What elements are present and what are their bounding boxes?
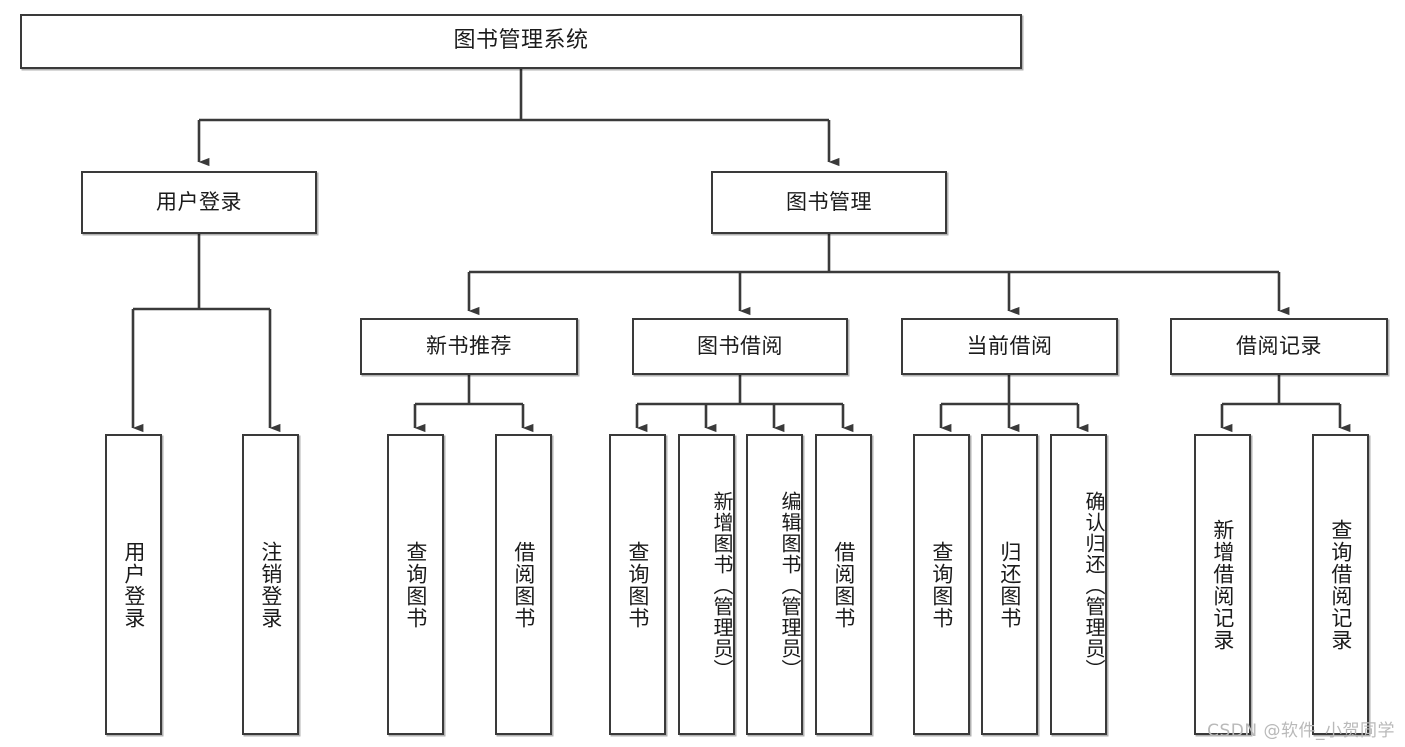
node-leaf-user-logout-label: 注销登录 (258, 540, 283, 629)
node-leaf-return-book-label: 归还图书 (997, 540, 1022, 629)
node-borrow-record[interactable]: 借阅记录 (1170, 318, 1388, 375)
connector-borrowrecord-to-leaves (1220, 375, 1351, 433)
node-current-borrow-label: 当前借阅 (966, 333, 1053, 358)
node-book-manage[interactable]: 图书管理 (711, 171, 947, 234)
node-leaf-add-book-label: 新增图书（管理员） (710, 491, 734, 680)
node-leaf-return-book[interactable]: 归还图书 (981, 434, 1038, 735)
node-leaf-add-book[interactable]: 新增图书（管理员） (678, 434, 735, 735)
node-new-book-recommend[interactable]: 新书推荐 (360, 318, 578, 375)
node-leaf-query-book-2-label: 查询图书 (625, 540, 650, 629)
node-leaf-borrow-book-2[interactable]: 借阅图书 (815, 434, 872, 735)
connector-newbook-to-leaves (413, 375, 534, 433)
node-leaf-edit-book-label: 编辑图书（管理员） (778, 491, 802, 680)
node-leaf-borrow-book-2-label: 借阅图书 (831, 540, 856, 629)
node-leaf-borrow-book-1-label: 借阅图书 (511, 540, 536, 629)
csdn-watermark: CSDN @软件_小贺同学 (1207, 721, 1395, 741)
node-borrow-record-label: 借阅记录 (1236, 333, 1322, 358)
node-book-borrow-label: 图书借阅 (697, 333, 783, 358)
node-leaf-query-book-1-label: 查询图书 (403, 540, 428, 629)
node-book-manage-label: 图书管理 (786, 189, 872, 214)
node-leaf-query-book-3-label: 查询图书 (929, 540, 954, 629)
node-current-borrow[interactable]: 当前借阅 (901, 318, 1118, 375)
connector-root-to-level2 (197, 69, 840, 167)
node-user-login[interactable]: 用户登录 (81, 171, 317, 234)
node-leaf-borrow-book-1[interactable]: 借阅图书 (495, 434, 552, 735)
node-leaf-user-logout[interactable]: 注销登录 (242, 434, 299, 735)
connector-userlogin-to-leaves (131, 234, 281, 433)
node-leaf-query-book-1[interactable]: 查询图书 (387, 434, 444, 735)
node-leaf-add-record[interactable]: 新增借阅记录 (1194, 434, 1251, 735)
node-root-book-management-system[interactable]: 图书管理系统 (20, 14, 1022, 69)
node-root-label: 图书管理系统 (453, 28, 589, 54)
connector-bookmanage-to-level3 (467, 234, 1290, 316)
node-leaf-add-record-label: 新增借阅记录 (1210, 518, 1235, 651)
node-leaf-confirm-return-label: 确认归还（管理员） (1082, 491, 1106, 680)
node-leaf-query-record[interactable]: 查询借阅记录 (1312, 434, 1369, 735)
node-leaf-confirm-return[interactable]: 确认归还（管理员） (1050, 434, 1107, 735)
node-leaf-query-book-3[interactable]: 查询图书 (913, 434, 970, 735)
node-user-login-label: 用户登录 (156, 189, 242, 214)
connector-currentborrow-to-leaves (939, 375, 1089, 433)
node-leaf-query-record-label: 查询借阅记录 (1328, 518, 1353, 651)
node-leaf-query-book-2[interactable]: 查询图书 (609, 434, 666, 735)
node-leaf-user-login[interactable]: 用户登录 (105, 434, 162, 735)
connector-bookborrow-to-leaves (635, 375, 854, 433)
node-leaf-edit-book[interactable]: 编辑图书（管理员） (746, 434, 803, 735)
node-book-borrow[interactable]: 图书借阅 (632, 318, 848, 375)
node-leaf-user-login-label: 用户登录 (121, 540, 146, 629)
node-new-book-recommend-label: 新书推荐 (426, 333, 512, 358)
